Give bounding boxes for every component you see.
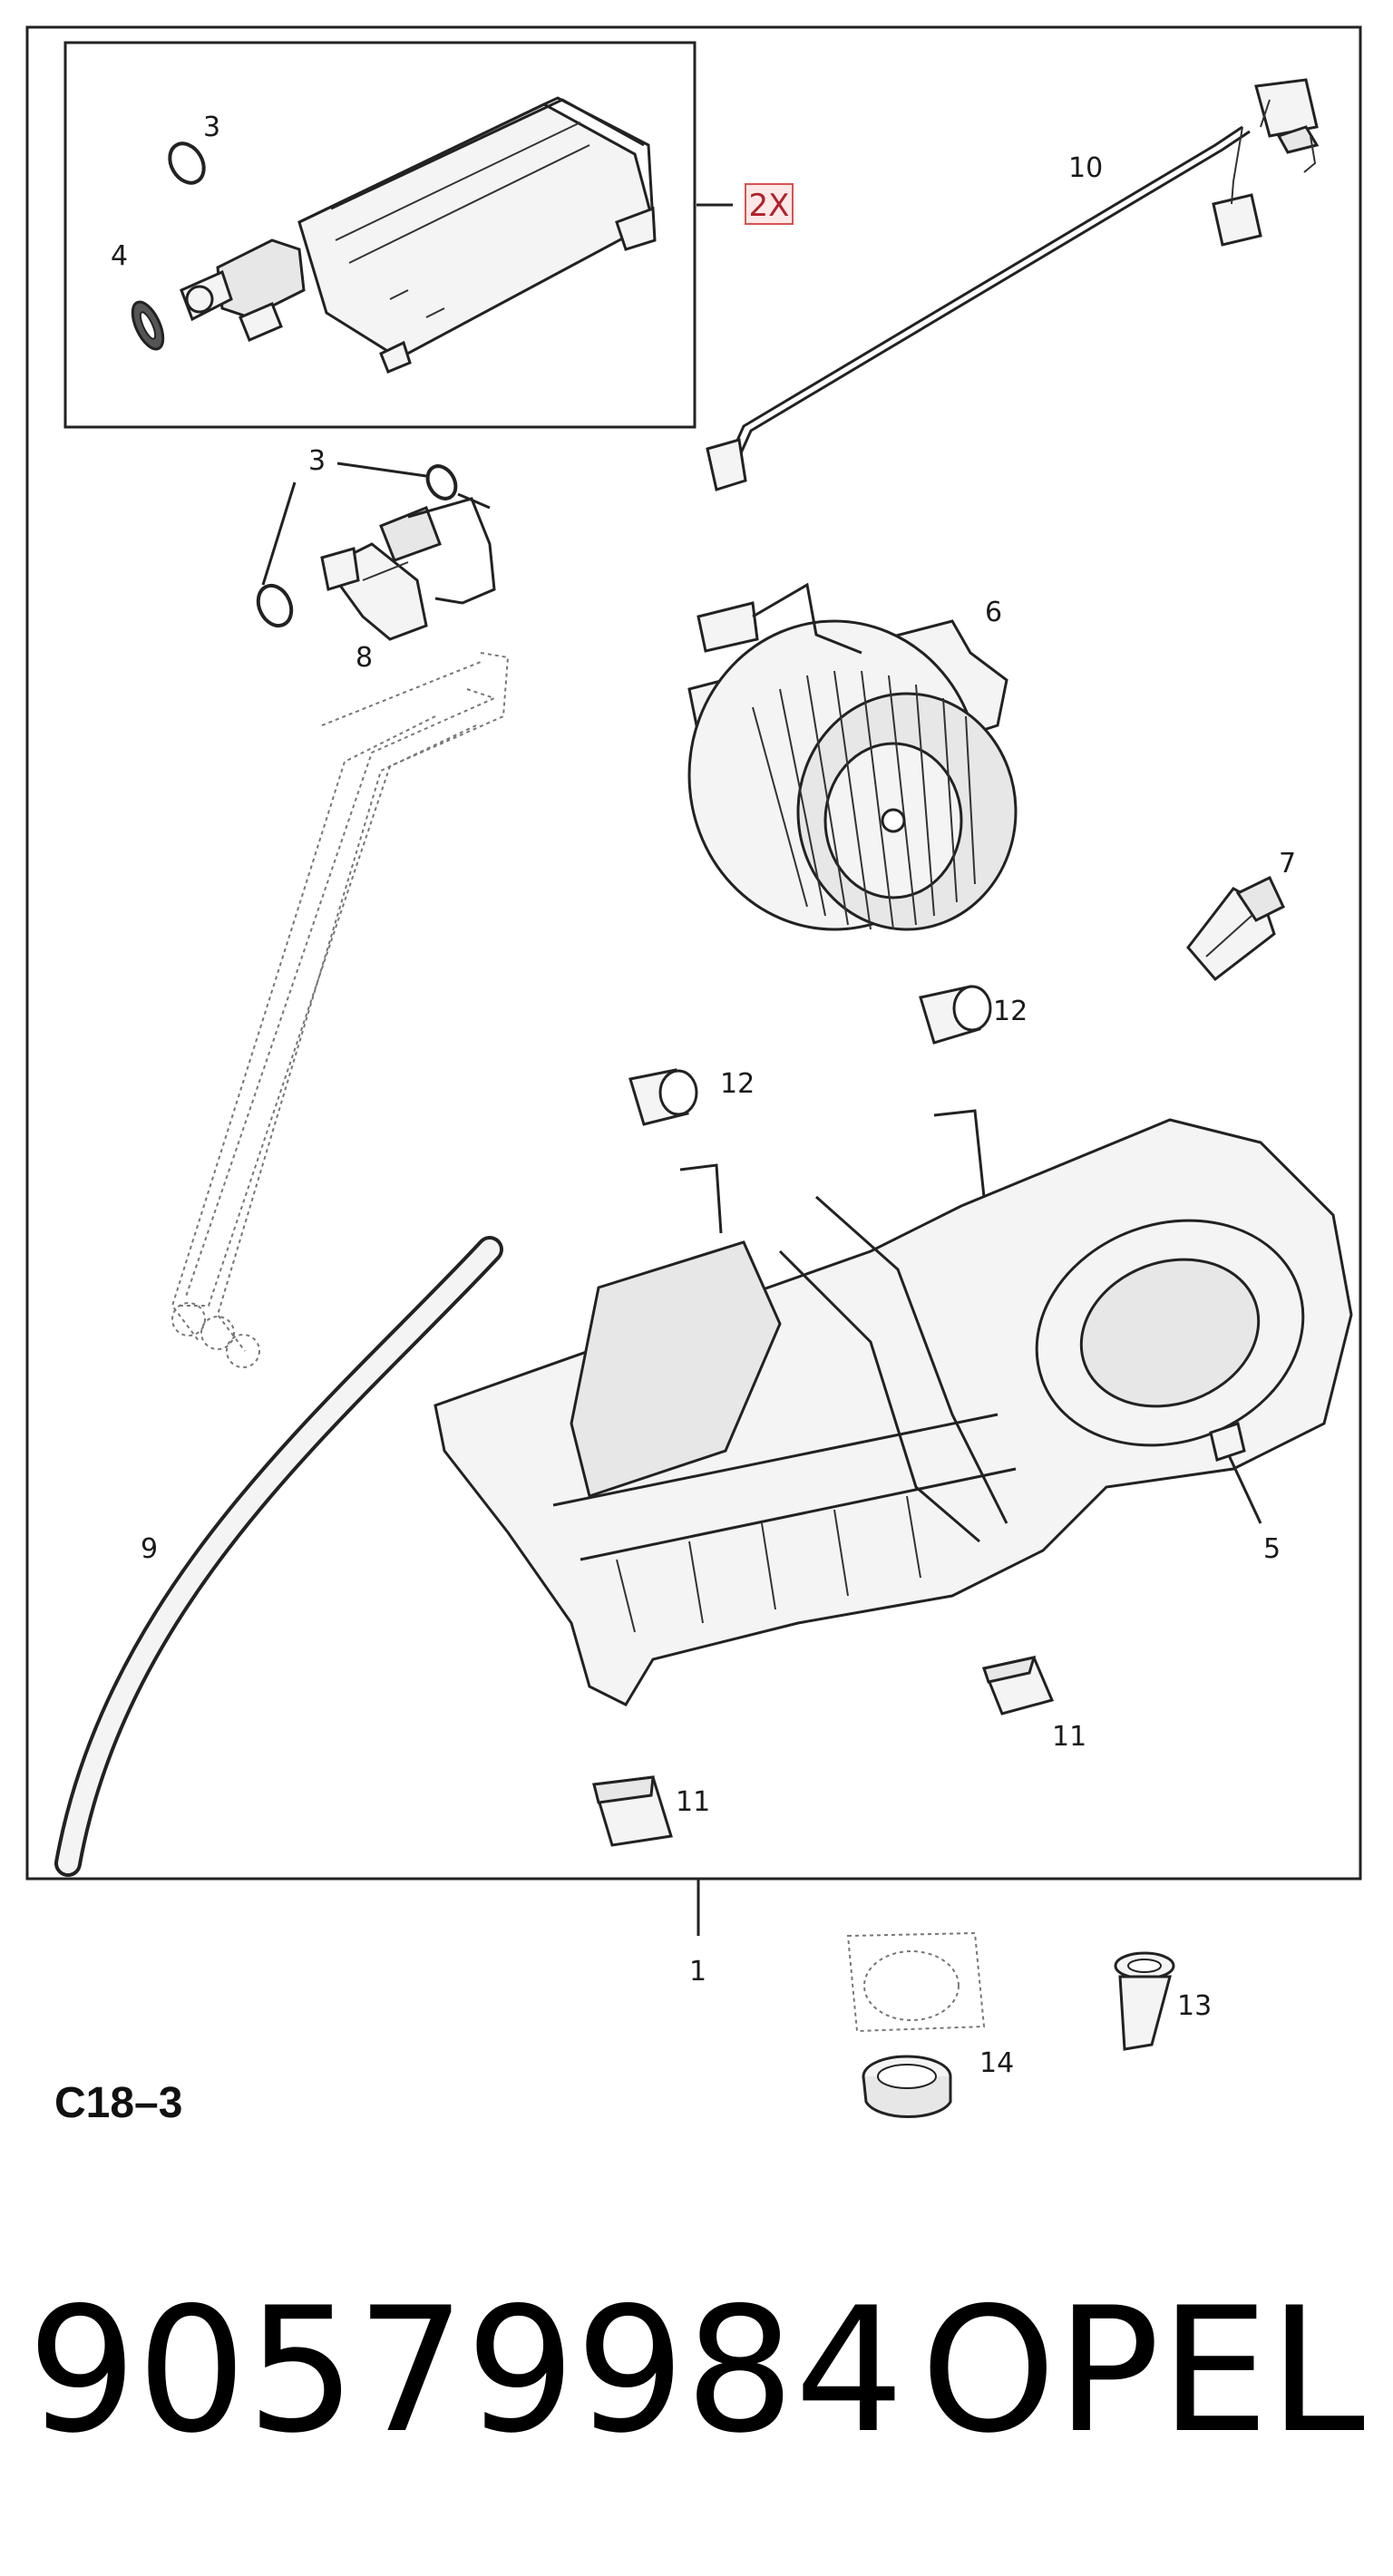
gasket-part-14 <box>846 1931 986 2119</box>
hose-part-9 <box>54 1236 503 1877</box>
leader-5 <box>1227 1454 1262 1524</box>
bushing-part-12-right <box>919 985 992 1045</box>
callout-7: 7 <box>1279 848 1296 880</box>
pad-part-11-right <box>981 1655 1055 1716</box>
callout-12-right: 12 <box>993 996 1028 1027</box>
valve-part-8 <box>320 492 496 641</box>
assembly-frame <box>25 25 1362 1881</box>
quantity-tag: 2X <box>749 188 790 224</box>
grommet-part-13 <box>1114 1951 1175 2051</box>
heater-core-dotted <box>170 652 510 1368</box>
callout-1: 1 <box>689 1956 706 1988</box>
wiring-harness-part-10 <box>706 78 1320 491</box>
quantity-tag-box <box>745 183 794 225</box>
callout-9: 9 <box>141 1533 158 1565</box>
callout-14: 14 <box>979 2047 1014 2079</box>
o-ring-part-4 <box>131 300 165 351</box>
callout-4: 4 <box>111 240 128 272</box>
group-code: C18–3 <box>54 2079 182 2127</box>
bushing-part-12-left <box>628 1068 698 1126</box>
callout-10: 10 <box>1068 152 1103 184</box>
callout-3-inset: 3 <box>203 112 220 143</box>
part-number: 90579984 <box>27 2270 904 2471</box>
resistor-inset-frame <box>63 41 696 429</box>
leader-3-lower <box>261 481 297 586</box>
leader-3-upper <box>336 462 427 478</box>
brand-name: OPEL <box>921 2270 1365 2471</box>
callout-11-right: 11 <box>1052 1721 1086 1753</box>
pad-part-11-left <box>592 1775 673 1847</box>
blower-resistor-module <box>180 96 657 374</box>
callout-8: 8 <box>356 642 373 674</box>
callout-12-left: 12 <box>720 1068 755 1100</box>
callout-3: 3 <box>308 445 326 477</box>
clip-part-7 <box>1186 875 1285 982</box>
callout-11-left: 11 <box>676 1786 710 1818</box>
heater-housing-part-5 <box>433 1109 1353 1706</box>
blower-motor-part-6 <box>687 582 1018 931</box>
o-ring-part-3-lower <box>256 583 294 628</box>
callout-6: 6 <box>985 597 1002 628</box>
callout-5: 5 <box>1263 1533 1281 1565</box>
o-ring-part-3-upper <box>425 464 458 501</box>
callout-13: 13 <box>1177 1990 1212 2022</box>
o-ring-part-3-inset <box>168 141 206 185</box>
